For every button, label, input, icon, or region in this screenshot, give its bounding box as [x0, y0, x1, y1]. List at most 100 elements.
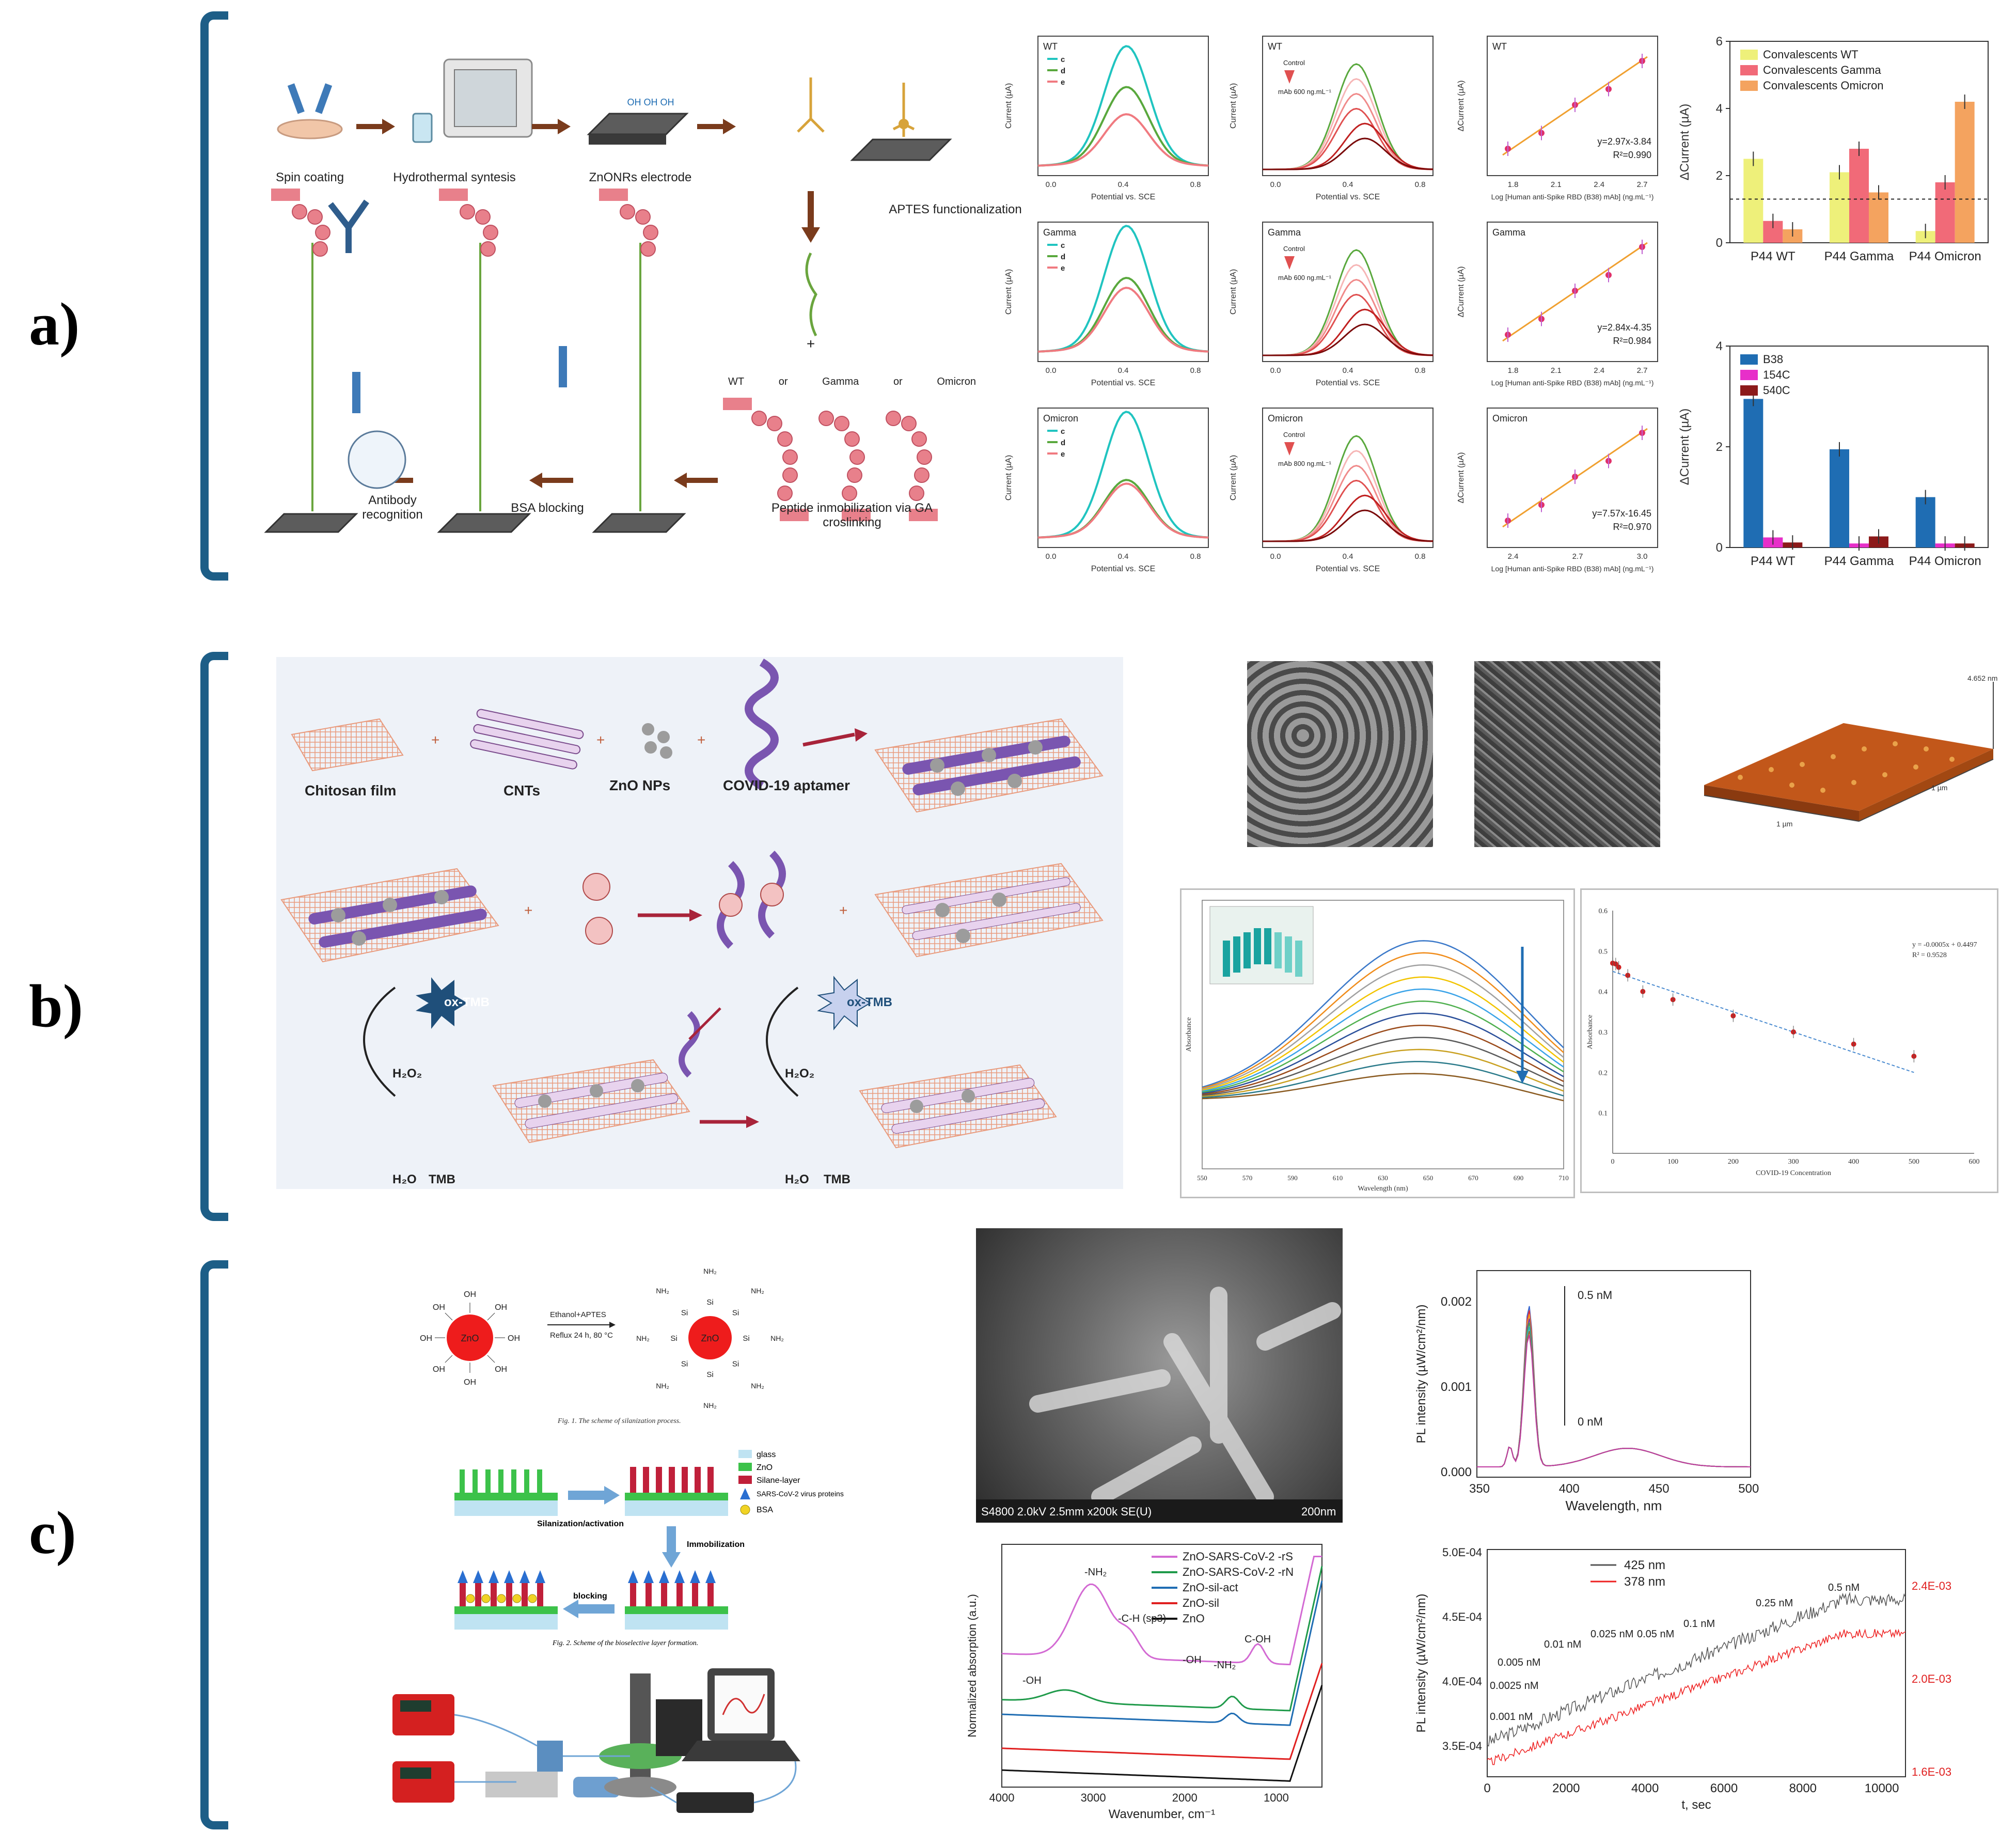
conditions-label: Reflux 24 h, 80 °C: [550, 1331, 613, 1340]
y-axis-label: PL intensity (µW/cm²/nm): [1414, 1594, 1428, 1733]
x-tick-label: 2000: [1172, 1791, 1198, 1804]
absorbance-curve: [1202, 1037, 1564, 1097]
legend-label: ZnO-sil: [1183, 1597, 1219, 1609]
trend-arrow-head: [1516, 1071, 1529, 1084]
variant-options: WT or Gamma or Omicron: [728, 376, 976, 388]
y-axis-label: Current (µA): [1229, 455, 1238, 500]
legend-label: 154C: [1763, 368, 1790, 381]
variant-title: Omicron: [1492, 413, 1527, 424]
legend-label: 378 nm: [1624, 1575, 1665, 1589]
x-tick-label: 2.7: [1637, 366, 1648, 375]
x-tick-label: 0.4: [1118, 180, 1129, 189]
si-label: Si: [681, 1309, 688, 1318]
y-axis-label: ΔCurrent (µA): [1457, 266, 1466, 317]
bar: [1869, 192, 1888, 243]
y-axis-label: Current (µA): [1004, 83, 1013, 129]
afm-3d-surface: 4.652 nm 1 µm 1 µm: [1704, 674, 1997, 828]
x-tick-label: 400: [1559, 1482, 1580, 1496]
legend-bsa: BSA: [757, 1506, 773, 1514]
variant-gamma: Gamma: [822, 376, 859, 387]
y-tick-label: 0: [1716, 236, 1723, 250]
y2-tick-label: 2.4E-03: [1912, 1579, 1951, 1592]
oh-label: OH: [495, 1365, 507, 1374]
afm-x-label: 1 µm: [1776, 820, 1792, 828]
plot-frame: [1487, 1549, 1906, 1777]
y-tick-label: 0.6: [1599, 907, 1608, 915]
y-tick-label: 0.000: [1441, 1465, 1472, 1479]
x-axis-label: Wavelength (nm): [1358, 1185, 1408, 1193]
x-axis-label: Potential vs. SCE: [1316, 379, 1380, 387]
dpv-curve: [1263, 137, 1434, 170]
variant-or-1: or: [778, 376, 788, 387]
dpv-frame: [1037, 408, 1209, 548]
dpv-curve: [1263, 323, 1434, 356]
x-tick-label: 2.4: [1594, 366, 1604, 375]
variant-title: Omicron: [1043, 413, 1078, 424]
h2o-label-2: H₂O: [785, 1172, 809, 1186]
oh-label: OH: [495, 1303, 507, 1312]
dpv-curve: [1037, 287, 1209, 353]
x-axis-label: Potential vs. SCE: [1091, 565, 1156, 573]
sem-image-composite: [1474, 661, 1660, 847]
step-hydrothermal: Hydrothermal syntesis: [393, 170, 516, 184]
legend-label: e: [1061, 264, 1065, 273]
vial: [1254, 928, 1261, 964]
plot-frame: [1202, 900, 1564, 1169]
label-chitosan: Chitosan film: [305, 783, 397, 799]
aptasensor-scheme: + + + + +: [280, 659, 1104, 1149]
pl-curve: [1477, 1314, 1751, 1467]
x-tick-label: 0.0: [1046, 180, 1057, 189]
legend-label: c: [1061, 55, 1065, 64]
x-axis-label: COVID-19 Concentration: [1756, 1169, 1831, 1177]
x-tick-label: 630: [1378, 1174, 1388, 1182]
conc-annotation: 0.1 nM: [1683, 1618, 1715, 1630]
vial: [1295, 941, 1302, 977]
fig1-caption: Fig. 1. The scheme of silanization proce…: [557, 1417, 681, 1425]
legend-label: d: [1061, 253, 1065, 261]
sensor-fabrication-scheme: +: [264, 58, 952, 533]
category-label: P44 Gamma: [1824, 554, 1894, 568]
vial: [1243, 932, 1251, 968]
x-tick-label: 500: [1738, 1482, 1759, 1496]
svg-text:+: +: [524, 902, 532, 918]
zno-core-2: [688, 1316, 732, 1359]
afm-z-label: 4.652 nm: [1967, 674, 1997, 682]
fit-equation: y=7.57x-16.45: [1592, 508, 1651, 519]
panel-b-scheme: + + + + +: [276, 657, 1123, 1189]
x-tick-label: 400: [1848, 1158, 1859, 1166]
bond: [487, 1312, 495, 1321]
kinetic-425: [1487, 1591, 1906, 1747]
sem-image-nanorods: [1247, 661, 1433, 847]
x-tick-label: 0.8: [1190, 552, 1201, 561]
legend-virus-proteins: SARS-CoV-2 virus proteins: [757, 1490, 844, 1498]
category-label: P44 WT: [1751, 554, 1796, 568]
x-axis-label: Wavenumber, cm⁻¹: [1109, 1807, 1216, 1821]
tmb-label-1: TMB: [429, 1172, 455, 1186]
nh2-label: NH₂: [751, 1287, 764, 1295]
x-axis-label: Potential vs. SCE: [1316, 565, 1380, 573]
oxtmb-label-1: ox-TMB: [444, 995, 490, 1009]
vial: [1223, 941, 1230, 977]
x-tick-label: 0.8: [1415, 552, 1426, 561]
si-label: Si: [732, 1359, 739, 1368]
x-tick-label: 500: [1909, 1158, 1919, 1166]
y-axis-label: Current (µA): [1004, 455, 1013, 500]
x-tick-label: 550: [1197, 1174, 1207, 1182]
variant-title: Gamma: [1268, 227, 1301, 238]
label-aptamer: COVID-19 aptamer: [723, 777, 850, 793]
x-tick-label: 0.0: [1046, 552, 1057, 561]
svg-text:+: +: [431, 732, 439, 748]
y-tick-label: 0: [1716, 541, 1723, 555]
y-tick-label: 4: [1716, 339, 1723, 353]
bar: [1830, 449, 1849, 547]
step-bsa-blocking: BSA blocking: [511, 501, 584, 515]
label-zno-nps: ZnO NPs: [609, 777, 671, 793]
oh-label: OH: [464, 1290, 476, 1299]
